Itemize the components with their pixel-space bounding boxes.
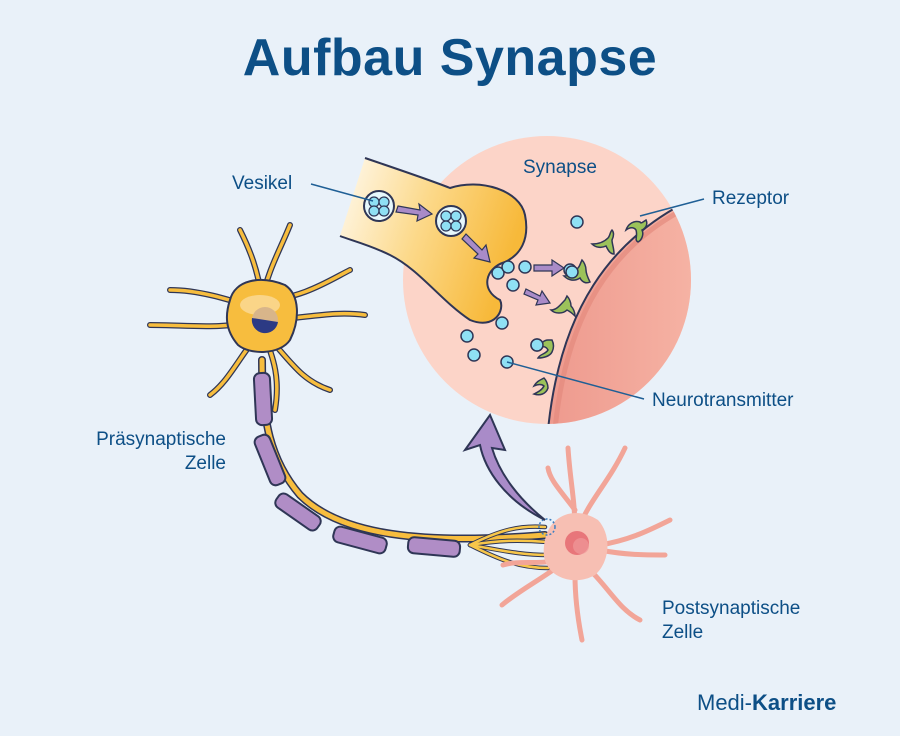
- postsynaptic-soma: [543, 512, 608, 581]
- neurotransmitters: [460, 215, 584, 369]
- label-line: Postsynaptische: [662, 598, 801, 619]
- brand-part-2: Karriere: [752, 690, 837, 715]
- presynaptic-soma: [225, 279, 298, 353]
- label-line: Zelle: [662, 622, 704, 643]
- vesicle-group-2: [435, 205, 467, 237]
- label-line: Präsynaptische: [96, 429, 226, 450]
- myelin-sheaths: [252, 371, 462, 558]
- label-synapse: Synapse: [523, 157, 597, 178]
- brand-part-1: Medi-: [697, 690, 753, 715]
- label-neurotransmitter: Neurotransmitter: [652, 390, 794, 411]
- label-line: Zelle: [184, 453, 226, 474]
- label-praesynaptische-zelle: Präsynaptische Zelle: [68, 428, 226, 476]
- transport-arrows: [395, 202, 566, 306]
- label-postsynaptische-zelle: Postsynaptische Zelle: [662, 597, 800, 645]
- brand-logo: Medi-Karriere: [697, 690, 836, 716]
- synapse-marker: [538, 518, 556, 536]
- label-vesikel: Vesikel: [232, 173, 293, 194]
- vesicle-group-1: [363, 190, 395, 222]
- zoom-arrow-icon: [462, 412, 546, 521]
- label-rezeptor: Rezeptor: [712, 188, 790, 209]
- leader-lines: [310, 183, 705, 400]
- page-title: Aufbau Synapse: [242, 29, 658, 87]
